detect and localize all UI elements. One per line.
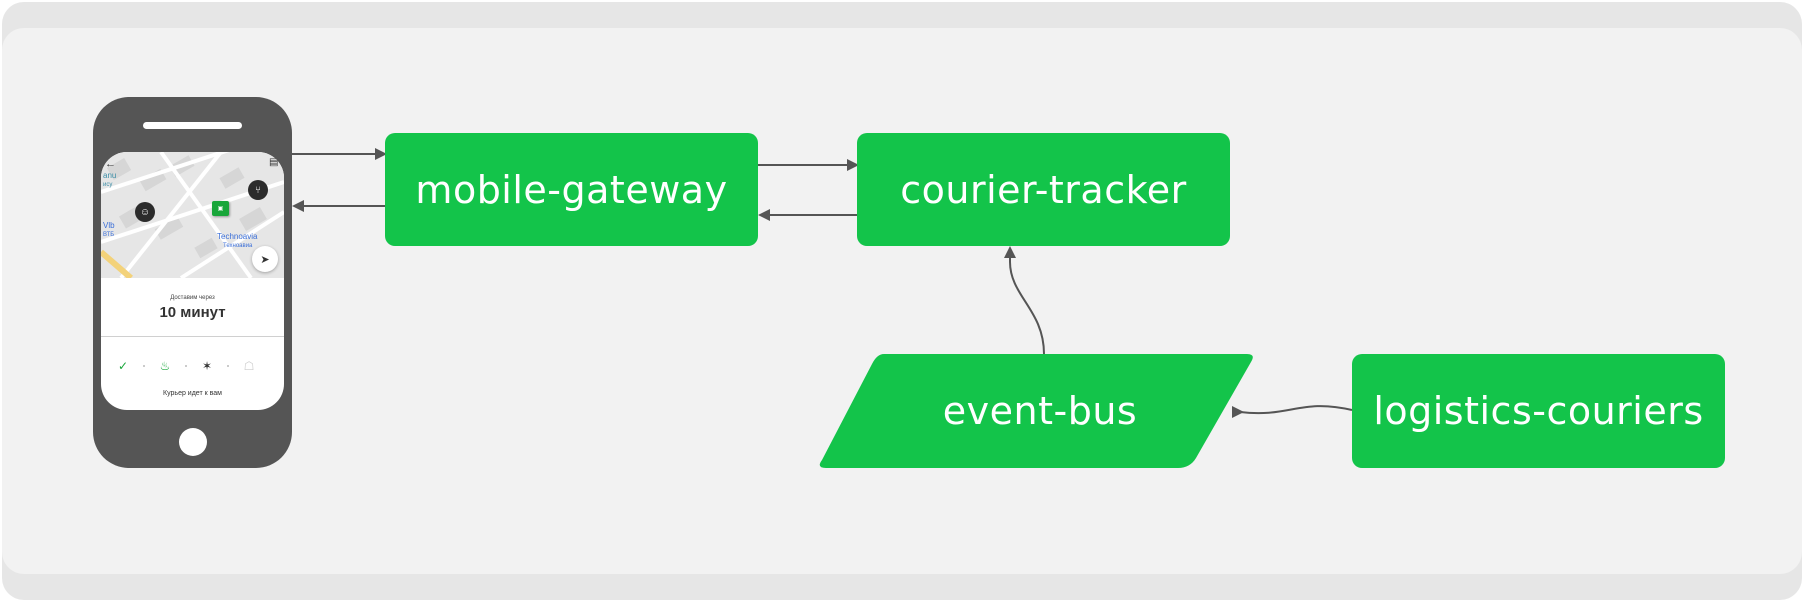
delivered-icon: ☖ <box>243 359 255 373</box>
map-label-anu: anu <box>103 171 117 180</box>
node-event-bus-shape <box>819 354 1253 468</box>
restaurant-pin-icon[interactable]: ⑂ <box>248 180 268 200</box>
document-icon[interactable]: ▤ <box>269 157 279 168</box>
courier-box-icon[interactable]: ▣ <box>212 201 229 216</box>
phone-home-button <box>179 428 207 456</box>
map-label-vtb: Vlb <box>103 221 115 230</box>
walking-courier-icon: ✶ <box>201 359 213 373</box>
node-courier-tracker-label: courier-tracker <box>900 167 1187 212</box>
node-logistics-couriers-label: logistics-couriers <box>1373 389 1704 433</box>
delivery-progress-steps: ✓ ♨ ✶ ☖ <box>115 358 270 374</box>
node-courier-tracker[interactable]: courier-tracker <box>857 133 1230 246</box>
checkmark-icon: ✓ <box>117 359 129 373</box>
map-label-anu-ru: ису <box>103 182 113 188</box>
screen-divider <box>101 336 284 337</box>
node-mobile-gateway-label: mobile-gateway <box>415 167 728 212</box>
step-separator <box>143 365 145 367</box>
back-arrow-icon[interactable]: ← <box>105 158 116 170</box>
canvas-background <box>2 28 1802 574</box>
node-event-bus-label: event-bus <box>942 389 1138 433</box>
courier-status-text: Курьер идет к вам <box>163 390 222 397</box>
node-logistics-couriers[interactable]: logistics-couriers <box>1352 354 1725 468</box>
map-label-technoavia: Technoavia <box>217 232 258 241</box>
node-mobile-gateway[interactable]: mobile-gateway <box>385 133 758 246</box>
eta-caption: Доставим через <box>170 295 215 301</box>
cooking-icon: ♨ <box>159 359 171 373</box>
step-separator <box>227 365 229 367</box>
person-pin-icon[interactable]: ☺ <box>135 202 155 222</box>
delivery-map: ← ▤ anu ису Vlb ВТБ Technoavia Техноавиа… <box>101 152 284 278</box>
node-event-bus[interactable]: event-bus <box>840 354 1240 468</box>
edge-event-bus-to-courier-tracker <box>1004 246 1045 355</box>
map-label-vtb-ru: ВТБ <box>103 232 115 238</box>
step-separator <box>185 365 187 367</box>
edge-logistics-couriers-to-event-bus <box>1232 405 1353 418</box>
map-label-technoavia-ru: Техноавиа <box>223 243 253 249</box>
phone-speaker <box>143 122 242 129</box>
phone-screen: ← ▤ anu ису Vlb ВТБ Technoavia Техноавиа… <box>101 152 284 410</box>
eta-value: 10 минут <box>159 304 226 321</box>
navigation-arrow-icon[interactable]: ➤ <box>252 246 278 272</box>
